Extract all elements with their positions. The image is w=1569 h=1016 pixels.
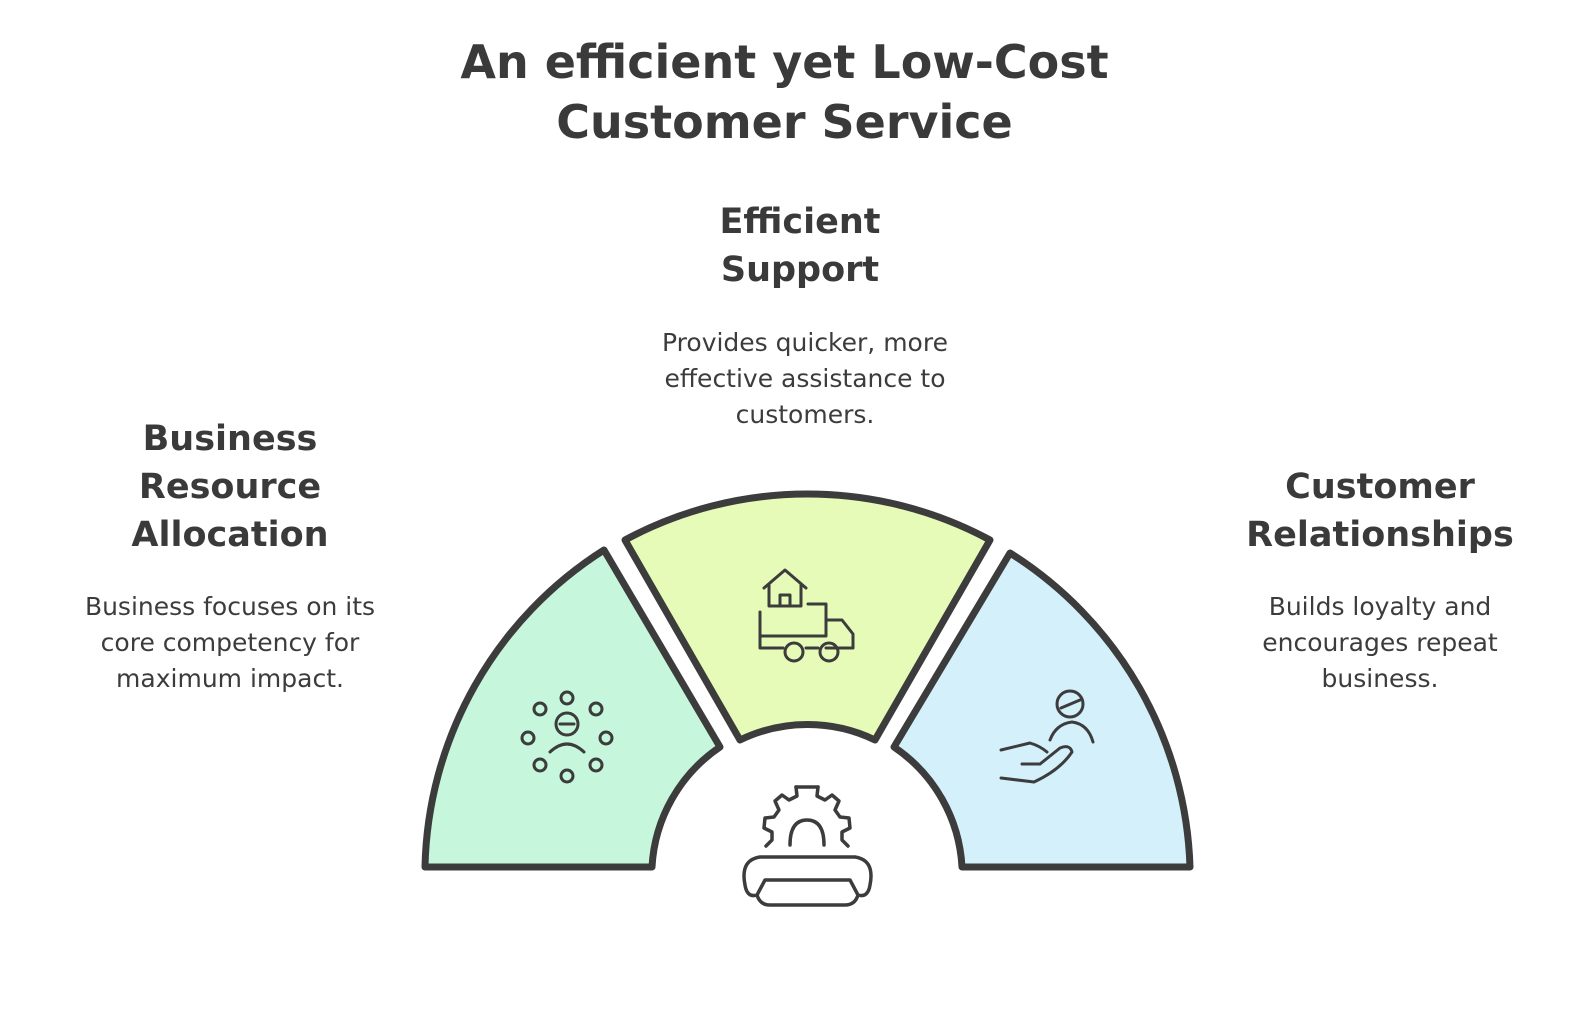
center-description: Provides quicker, more effective assista… bbox=[662, 328, 948, 429]
right-heading: Customer Relationships bbox=[1246, 467, 1514, 555]
gear-telephone-icon bbox=[742, 785, 873, 907]
diagram-title: An efficient yet Low-Cost Customer Servi… bbox=[0, 32, 1569, 152]
title-line-1: An efficient yet Low-Cost bbox=[460, 35, 1109, 89]
left-heading: Business Resource Allocation bbox=[131, 419, 329, 555]
team-network-icon bbox=[520, 690, 614, 784]
left-segment bbox=[421, 546, 724, 871]
center-heading: Efficient Support bbox=[719, 202, 881, 290]
right-segment-fill bbox=[890, 549, 1194, 871]
hand-holding-person-icon bbox=[999, 689, 1095, 784]
right-segment bbox=[890, 549, 1194, 871]
delivery-truck-home-icon bbox=[758, 568, 855, 663]
title-line-2: Customer Service bbox=[556, 95, 1013, 149]
left-description: Business focuses on its core competency … bbox=[84, 592, 376, 693]
center-segment bbox=[621, 490, 994, 744]
left-segment-fill bbox=[421, 546, 724, 871]
center-segment-fill bbox=[621, 490, 994, 744]
right-description: Builds loyalty and encourages repeat bus… bbox=[1262, 592, 1498, 693]
